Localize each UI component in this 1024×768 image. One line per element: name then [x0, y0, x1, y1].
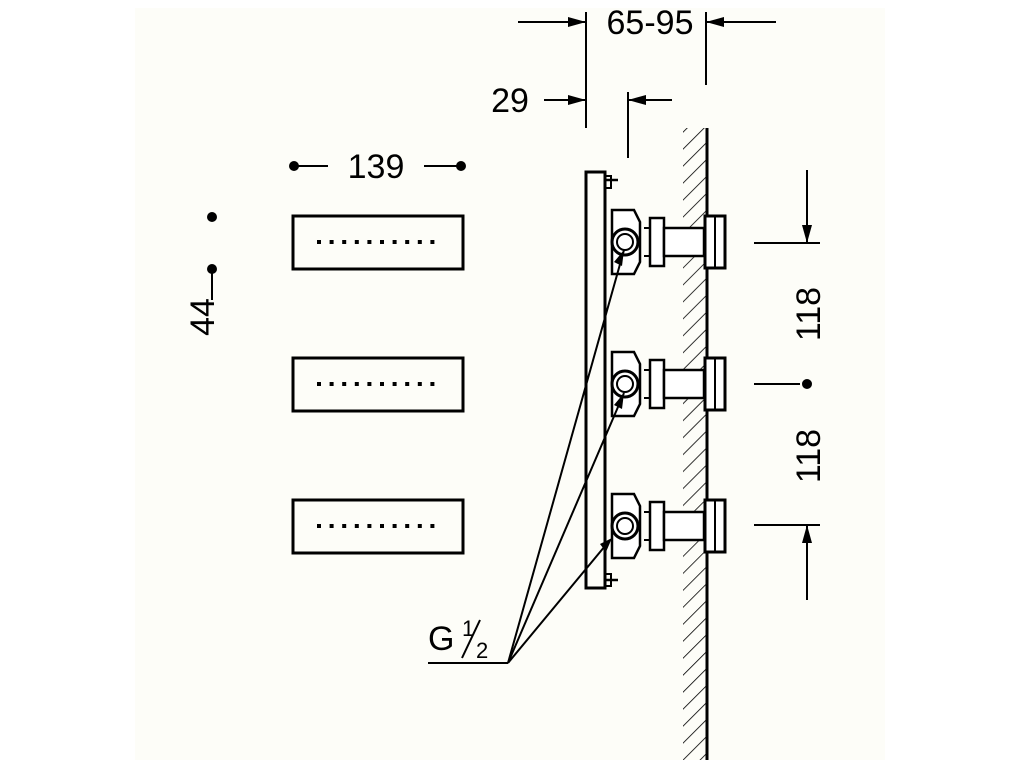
- nozzle-dot: [367, 382, 372, 386]
- front-jet-middle: [291, 356, 465, 413]
- nozzle-dot: [380, 240, 384, 244]
- side-valve-connector: [610, 208, 727, 276]
- plate-offset-label: 29: [491, 82, 529, 120]
- connection-prefix: G: [428, 620, 454, 658]
- nozzle-dot: [417, 240, 422, 244]
- nozzle-dot: [392, 240, 397, 244]
- nozzle-dot: [392, 524, 397, 528]
- spacing-lower-label: 118: [790, 429, 828, 483]
- wall-section: [683, 128, 709, 760]
- nozzle-dot: [329, 382, 334, 386]
- nozzle-dot: [354, 524, 359, 528]
- nozzle-dot: [417, 382, 422, 386]
- nozzle-dot: [430, 240, 435, 244]
- nozzle-dot: [417, 524, 422, 528]
- nozzle-dot: [392, 382, 397, 386]
- nozzle-dot: [367, 240, 372, 244]
- connection-denominator: 2: [476, 638, 488, 663]
- connection-label: G 1 2: [428, 616, 488, 663]
- dimension-jet-width: 139: [289, 148, 466, 186]
- nozzle-dot: [317, 524, 321, 528]
- nozzle-dot: [329, 240, 334, 244]
- nozzle-dot: [317, 382, 321, 386]
- nozzle-dot: [405, 240, 410, 244]
- nozzle-dot: [354, 382, 359, 386]
- jet-height-label: 44: [184, 298, 222, 336]
- connection-numerator: 1: [462, 616, 474, 641]
- nozzle-dot: [342, 382, 347, 386]
- dimension-depth-range: 65-95: [518, 4, 776, 128]
- nozzle-dot: [430, 382, 435, 386]
- nozzle-dot: [342, 524, 347, 528]
- spacing-upper-label: 118: [790, 287, 828, 341]
- nozzle-dot: [405, 382, 410, 386]
- side-valve-connector: [610, 492, 727, 560]
- connection-leaders: [428, 249, 625, 664]
- nozzle-dot: [354, 240, 359, 244]
- nozzle-dot: [317, 240, 321, 244]
- nozzle-dot: [342, 240, 347, 244]
- mounting-plate: [584, 170, 618, 590]
- dimension-plate-offset: 29: [491, 82, 672, 158]
- front-jet-top: [291, 214, 465, 271]
- dimension-jet-height: 44: [184, 212, 222, 336]
- front-jet-bottom: [291, 498, 465, 555]
- nozzle-dot: [380, 524, 384, 528]
- nozzle-dot: [367, 524, 372, 528]
- jet-width-label: 139: [348, 148, 405, 186]
- dimension-spacing: 118 118: [754, 170, 828, 600]
- nozzle-dot: [380, 382, 384, 386]
- nozzle-dot: [329, 524, 334, 528]
- depth-range-label: 65-95: [607, 4, 694, 42]
- nozzle-dot: [405, 524, 410, 528]
- nozzle-dot: [430, 524, 435, 528]
